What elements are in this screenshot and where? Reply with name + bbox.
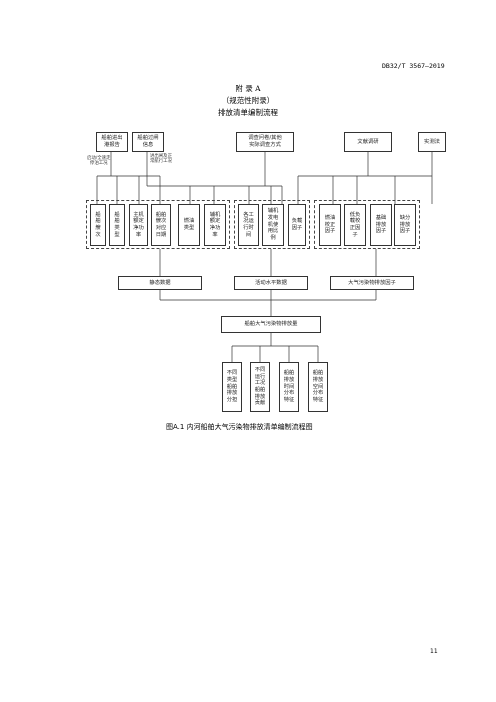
factor-param-box: 燃油 校正 因子 <box>319 204 341 246</box>
static-param-box: 辅机 额定 净功 率 <box>204 204 226 246</box>
ship-lock-info-box: 船舶过闸 信息 <box>132 132 164 152</box>
note-right: 进出闸及正 常航行工况 <box>150 154 172 165</box>
output-box: 船舶 排放 时间 分布 特征 <box>279 362 299 412</box>
emission-factor-box: 大气污染物排放因子 <box>330 276 414 290</box>
appendix-subtitle: （规范性附录） <box>221 96 275 105</box>
measurement-box: 实测法 <box>418 132 446 152</box>
survey-box: 调查问卷/其他 实际调查方式 <box>236 132 294 152</box>
activity-params-group <box>234 200 310 249</box>
literature-box: 文献调研 <box>344 132 392 152</box>
static-data-box: 静态数据 <box>118 276 202 290</box>
emission-inventory-box: 船舶大气污染物排放量 <box>221 316 321 333</box>
ship-entry-report-box: 船舶进出 港报告 <box>96 132 128 152</box>
output-box: 船舶 排放 空间 分布 特征 <box>308 362 328 412</box>
appendix-title: 附 录 A <box>235 84 261 93</box>
static-param-box: 主机 额定 净功 率 <box>129 204 148 246</box>
output-box: 不同 运行 工况 船舶 排放 贡献 <box>250 362 270 412</box>
output-box: 不同 类型 船舶 排放 分担 <box>222 362 242 412</box>
factor-params-group <box>314 200 420 249</box>
doc-code: DB32/T 3567—2019 <box>382 62 445 70</box>
factor-param-box: 缺分 排放 因子 <box>394 204 416 246</box>
activity-param-box: 负载 因子 <box>288 204 306 246</box>
activity-param-box: 各工 况运 行时 间 <box>238 204 259 246</box>
activity-data-box: 活动水平数据 <box>234 276 308 290</box>
static-param-box: 船舶 艘次 对应 日期 <box>151 204 171 246</box>
page-number: 11 <box>430 648 438 655</box>
static-params-group <box>86 200 230 249</box>
factor-param-box: 低负 载校 正因 子 <box>344 204 366 246</box>
note-left: 启动/全速走 停泊工况 <box>87 156 111 167</box>
static-param-box: 船 舶 类 型 <box>109 204 125 246</box>
figure-caption: 图A.1 内河船舶大气污染物排放清单编制流程图 <box>166 423 313 431</box>
static-param-box: 燃油 类型 <box>178 204 200 246</box>
static-param-box: 船 舶 艘 次 <box>90 204 106 246</box>
activity-param-box: 辅机 发电 机使 用比 例 <box>262 204 284 246</box>
factor-param-box: 基础 排放 因子 <box>370 204 392 246</box>
appendix-heading: 排放清单编制流程 <box>218 108 278 117</box>
